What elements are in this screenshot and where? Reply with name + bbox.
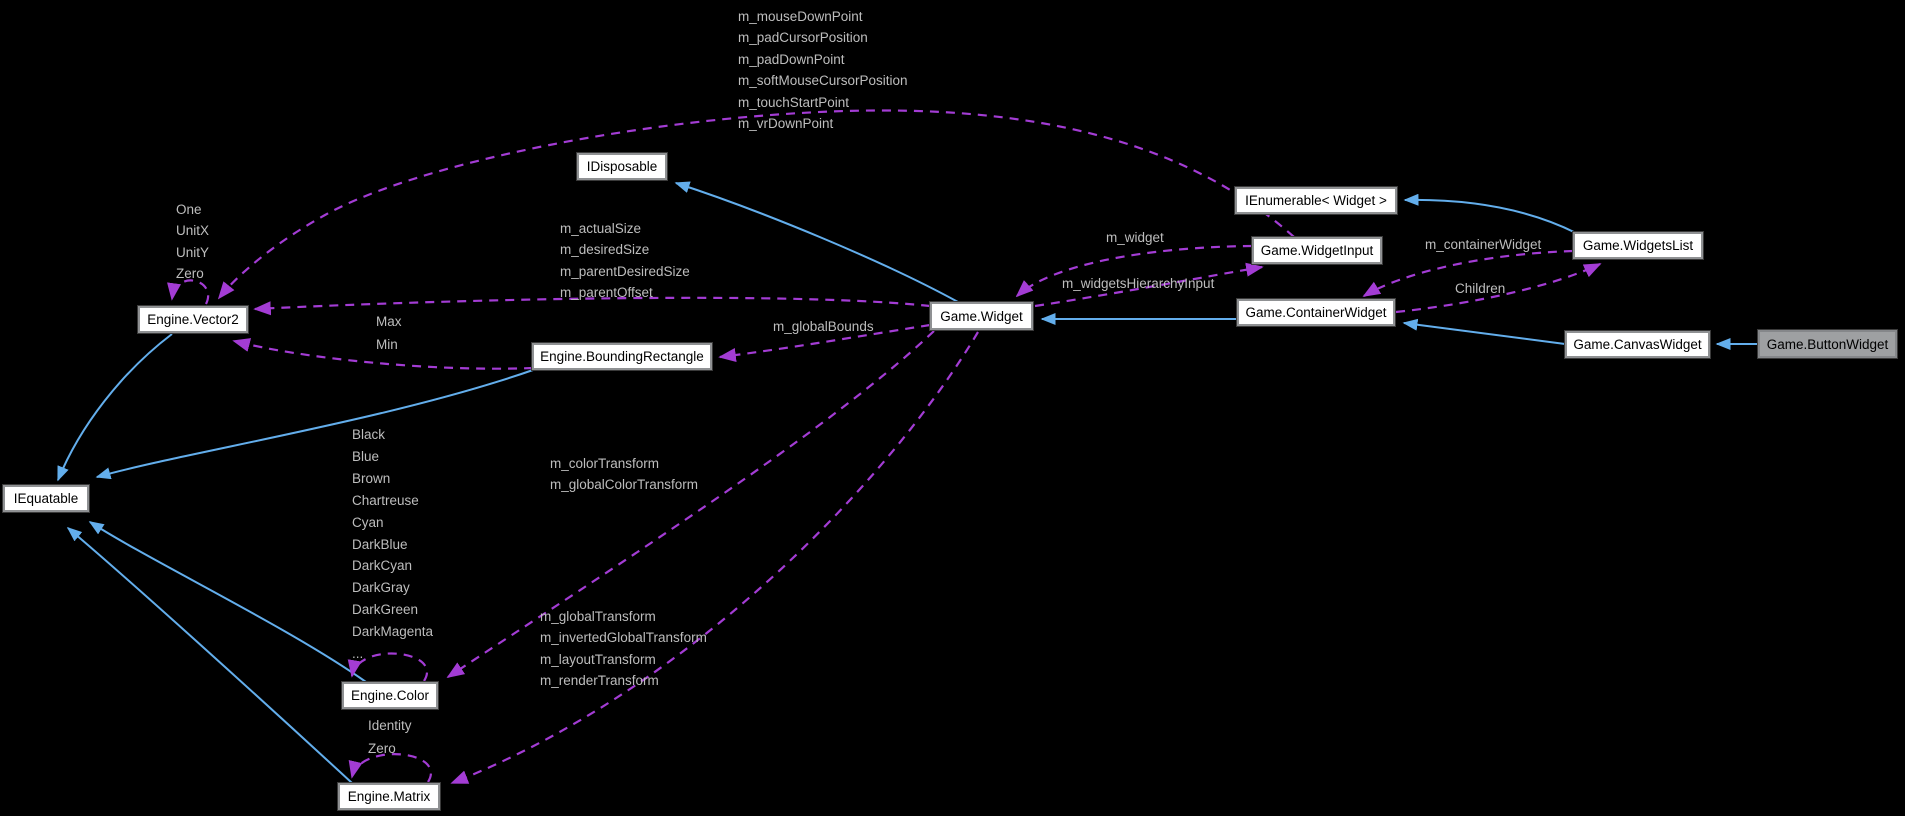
edge-widgetinput-vector2 bbox=[217, 109, 1295, 300]
edge-label-boundingrectangle-to-vector2: Max Min bbox=[376, 314, 402, 352]
edge-widgetslist-ienumerable bbox=[1403, 193, 1577, 234]
node-game-widgetslist[interactable]: Game.WidgetsList bbox=[1573, 232, 1703, 259]
node-engine-color[interactable]: Engine.Color bbox=[342, 682, 438, 709]
edge-label-vector2-self: One UnitX UnitY Zero bbox=[176, 202, 210, 282]
node-game-widgetinput[interactable]: Game.WidgetInput bbox=[1252, 237, 1382, 264]
edge-label-widget-to-vector2: m_actualSize m_desiredSize m_parentDesir… bbox=[560, 221, 690, 301]
edge-widgetslist-containerwidget bbox=[1362, 249, 1574, 297]
edge-boundingrectangle-iequatable bbox=[95, 369, 534, 480]
edge-vector2-self bbox=[167, 279, 210, 305]
node-game-widget[interactable]: Game.Widget bbox=[930, 302, 1033, 330]
node-game-containerwidget[interactable]: Game.ContainerWidget bbox=[1237, 299, 1395, 326]
edge-containerwidget-widgetslist bbox=[1395, 263, 1602, 314]
edge-label-containerwidget-to-widgetslist: Children bbox=[1455, 281, 1506, 296]
edge-label-matrix-self: Identity Zero bbox=[368, 718, 412, 756]
node-engine-matrix[interactable]: Engine.Matrix bbox=[338, 783, 440, 810]
node-engine-boundingrectangle[interactable]: Engine.BoundingRectangle bbox=[532, 343, 712, 370]
edge-label-widgetslist-to-containerwidget: m_containerWidget bbox=[1425, 237, 1542, 252]
node-iequatable[interactable]: IEquatable bbox=[3, 485, 89, 512]
edge-matrix-self bbox=[348, 753, 432, 783]
edge-label-widget-to-widgetinput: m_widgetsHierarchyInput bbox=[1062, 276, 1215, 291]
edge-canvaswidget-containerwidget bbox=[1402, 318, 1566, 345]
edge-matrix-iequatable bbox=[66, 527, 353, 784]
edge-widget-idisposable bbox=[674, 181, 959, 303]
edge-color-iequatable bbox=[88, 521, 367, 683]
node-engine-vector2[interactable]: Engine.Vector2 bbox=[138, 306, 248, 333]
edge-widget-color bbox=[446, 330, 935, 678]
edge-label-color-self: Black Blue Brown Chartreuse Cyan DarkBlu… bbox=[352, 427, 434, 662]
edge-widget-vector2 bbox=[253, 296, 931, 316]
edge-label-widget-to-matrix: m_globalTransform m_invertedGlobalTransf… bbox=[540, 609, 707, 689]
node-game-buttonwidget[interactable]: Game.ButtonWidget bbox=[1758, 330, 1897, 358]
node-game-canvaswidget[interactable]: Game.CanvasWidget bbox=[1565, 331, 1710, 358]
node-idisposable[interactable]: IDisposable bbox=[577, 153, 667, 180]
edge-label-widget-to-color: m_colorTransform m_globalColorTransform bbox=[550, 456, 699, 493]
edge-label-widget-to-boundingrectangle: m_globalBounds bbox=[773, 319, 874, 334]
edge-boundingrectangle-vector2 bbox=[232, 338, 534, 370]
edge-widgetinput-widget bbox=[1015, 244, 1253, 298]
node-ienumerable-widget[interactable]: IEnumerable< Widget > bbox=[1235, 187, 1397, 214]
edge-widget-matrix bbox=[450, 331, 979, 785]
edge-label-widgetinput-to-vector2: m_mouseDownPoint m_padCursorPosition m_p… bbox=[738, 9, 908, 132]
edge-label-widgetinput-to-widget: m_widget bbox=[1106, 230, 1164, 245]
edge-vector2-iequatable bbox=[57, 333, 173, 482]
